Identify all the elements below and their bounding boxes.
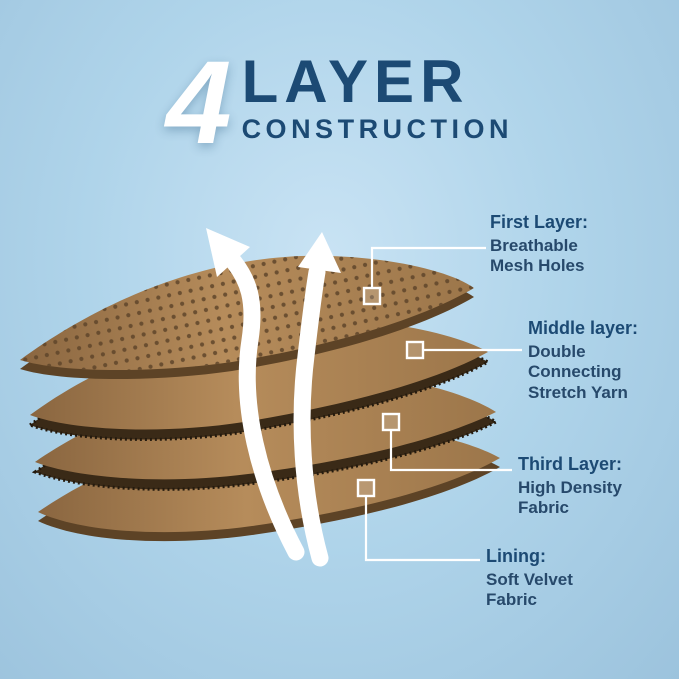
label-lining-body: Soft Velvet Fabric	[486, 569, 573, 610]
marker-lining	[356, 478, 376, 498]
airflow-arrow-right	[293, 263, 329, 567]
label-middle-layer-body: Double Connecting Stretch Yarn	[528, 341, 628, 403]
title-word: LAYER	[241, 48, 470, 115]
label-lining-heading: Lining:	[486, 546, 546, 566]
marker-third-layer	[381, 412, 401, 432]
connector-lining	[364, 496, 480, 562]
title-block: 4 LAYER CONSTRUCTION	[0, 37, 679, 169]
airflow-arrows	[206, 228, 341, 567]
airflow-arrow-left-head	[206, 228, 250, 277]
airflow-arrow-left	[225, 253, 305, 561]
fabric-layer-stretch-yarn	[26, 319, 492, 441]
title-number: 4	[165, 37, 232, 169]
label-lining: Lining: Soft Velvet Fabric	[486, 546, 573, 611]
label-middle-layer-heading: Middle layer:	[528, 318, 639, 338]
label-third-layer-body: High Density Fabric	[518, 477, 622, 518]
marker-middle-layer	[405, 340, 425, 360]
label-middle-layer: Middle layer: Double Connecting Stretch …	[528, 318, 638, 404]
label-third-layer-heading: Third Layer:	[518, 454, 623, 474]
airflow-arrow-right-head	[298, 232, 341, 273]
fabric-layer-stretch-yarn-surface	[30, 319, 488, 430]
label-third-layer: Third Layer: High Density Fabric	[518, 454, 622, 519]
marker-squares	[356, 286, 425, 498]
connector-first-layer	[370, 246, 486, 288]
label-first-layer-body: Breathable Mesh Holes	[490, 235, 585, 276]
connector-lines	[364, 246, 522, 562]
title-column: LAYER CONSTRUCTION	[242, 52, 514, 145]
connector-third-layer	[389, 430, 512, 472]
title-subtitle: CONSTRUCTION	[241, 114, 514, 144]
marker-first-layer	[362, 286, 382, 306]
label-first-layer: First Layer: Breathable Mesh Holes	[490, 212, 588, 277]
label-first-layer-heading: First Layer:	[490, 212, 589, 232]
